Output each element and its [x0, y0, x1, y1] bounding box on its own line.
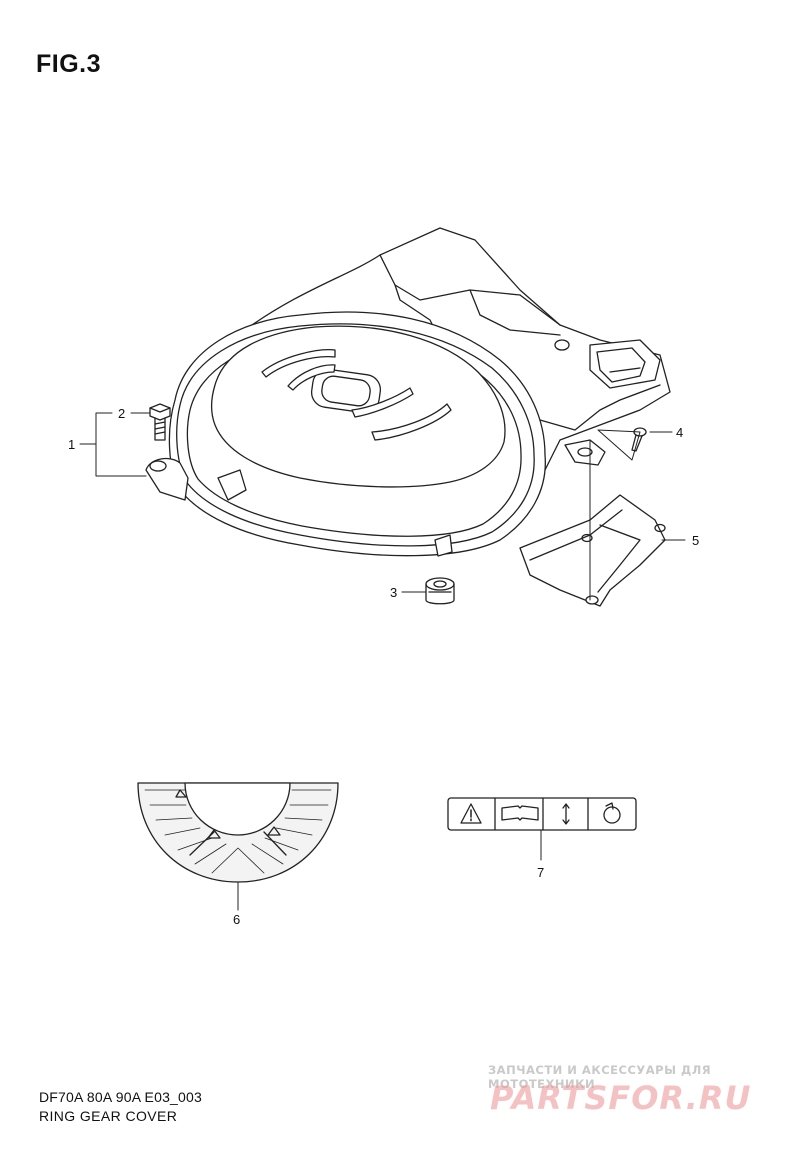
warning-triangle-icon: [460, 803, 482, 824]
figure-title: FIG.3: [36, 50, 102, 78]
rotation-icon: [603, 802, 621, 824]
ring-gear-guard-part[interactable]: [137, 782, 339, 883]
callout-4: 4: [676, 425, 683, 440]
svg-text:PARTSFOR.RU: PARTSFOR.RU: [490, 1079, 751, 1117]
callout-1: 1: [68, 437, 75, 452]
watermark-tagline: ЗАПЧАСТИ И АКСЕССУАРЫ ДЛЯ МОТОТЕХНИКИ: [488, 1063, 712, 1091]
bolt-part[interactable]: [149, 403, 171, 441]
manual-book-icon: [501, 805, 539, 821]
guide-plate-part[interactable]: [519, 494, 666, 607]
callout-5: 5: [692, 533, 699, 548]
callout-3: 3: [390, 585, 397, 600]
callout-6: 6: [233, 912, 240, 927]
model-code: DF70A 80A 90A E03_003: [39, 1089, 202, 1105]
figure-caption: RING GEAR COVER: [39, 1108, 178, 1124]
ring-gear-cover-part[interactable]: [145, 227, 671, 557]
up-down-arrow-icon: [562, 803, 570, 825]
grommet-part[interactable]: [425, 577, 455, 605]
callout-2: 2: [118, 406, 125, 421]
leader-lines: [79, 412, 686, 911]
warning-label-part[interactable]: [447, 797, 637, 831]
watermark-logo: PARTSFOR.RU: [490, 1079, 751, 1117]
callout-7: 7: [537, 865, 544, 880]
